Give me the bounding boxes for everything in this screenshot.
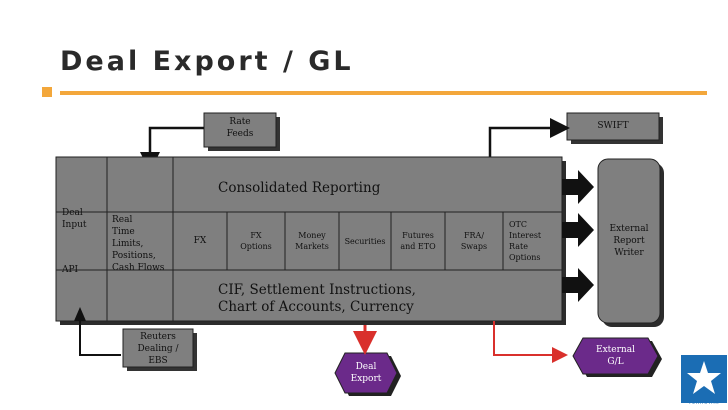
swift-box bbox=[566, 112, 663, 144]
main-system-box bbox=[55, 156, 563, 322]
product-otc: OTC Interest Rate Options bbox=[509, 220, 542, 262]
product-securities: Securities bbox=[344, 237, 386, 246]
cif-label: CIF, Settlement Instructions,Chart of Ac… bbox=[218, 282, 416, 315]
external-report-writer-label: External Report Writer bbox=[609, 224, 649, 258]
rate-feeds-box bbox=[203, 112, 280, 151]
terastar-logo bbox=[681, 355, 727, 403]
report-writer-arrows bbox=[562, 170, 594, 302]
external-gl-box bbox=[572, 337, 662, 377]
logo-text: TERASTAR bbox=[688, 401, 720, 406]
real-time-label: Real Time Limits, Positions, Cash Flows bbox=[112, 215, 165, 273]
rate-feeds-arrow bbox=[140, 126, 204, 172]
reuters-box bbox=[122, 328, 197, 371]
api-label: API bbox=[62, 265, 79, 275]
slide-title: Deal Export / GL bbox=[60, 46, 354, 77]
reuters-label: Reuters Dealing / EBS bbox=[137, 332, 179, 366]
consolidated-reporting-label: Consolidated Reporting bbox=[218, 180, 381, 196]
reuters-link-line bbox=[79, 321, 121, 356]
external-report-writer-box bbox=[597, 158, 664, 327]
title-bullet bbox=[42, 87, 52, 97]
external-gl-arrow bbox=[493, 321, 568, 363]
deal-export-box bbox=[334, 352, 401, 396]
swift-label: SWIFT bbox=[597, 121, 629, 131]
product-fra-swaps: FRA/Swaps bbox=[460, 231, 488, 251]
title-underline bbox=[60, 91, 707, 95]
product-fx: FX bbox=[193, 236, 207, 246]
swift-arrow bbox=[488, 118, 570, 162]
